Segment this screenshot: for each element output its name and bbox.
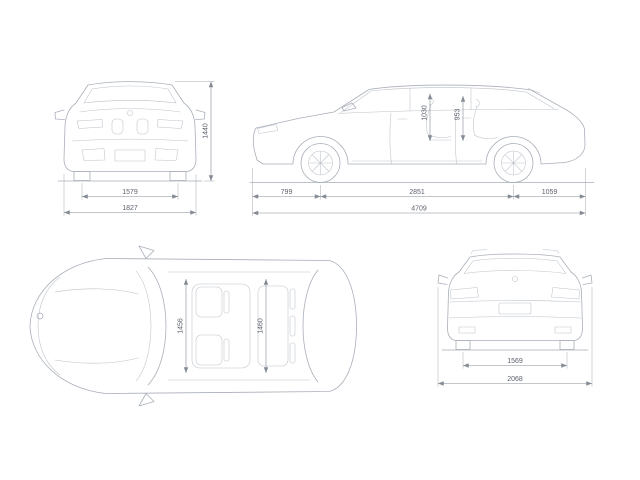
front-right-headlight: [157, 119, 184, 129]
side-front-spokes: [308, 151, 333, 175]
front-left-wheel: [73, 171, 91, 181]
side-spoiler: [527, 88, 541, 94]
side-dimensions: 1030 953 799 2851 1059 4709: [252, 93, 586, 216]
top-cowl-arc: [135, 270, 152, 382]
rear-left-mirror-icon: [437, 274, 448, 285]
rear-taillights: [450, 287, 580, 300]
top-front-seat-left-headrest: [223, 290, 230, 314]
top-right-mirror-icon: [138, 393, 155, 407]
side-pillars: [409, 88, 472, 112]
rear-track-width-label: 1569: [507, 358, 523, 365]
rear-car-drawing: [437, 249, 593, 351]
side-body-outline: [252, 84, 586, 165]
rear-license-plate: [498, 302, 532, 315]
side-door-lines: [389, 111, 457, 164]
rear-right-wheel: [559, 340, 575, 350]
side-rear-overhang-label: 1059: [542, 189, 558, 196]
front-right-wheel: [169, 171, 187, 181]
front-view: 1579 1827 1440: [54, 81, 215, 216]
rear-right-mirror-icon: [582, 274, 593, 285]
front-overall-height-label: 1440: [203, 123, 210, 139]
side-front-rim: [308, 150, 333, 176]
side-wheelbase-label: 2851: [409, 189, 425, 196]
top-rear-bench: [257, 285, 289, 367]
top-view: 1456 1460: [29, 245, 357, 407]
front-right-mirror-icon: [195, 109, 206, 120]
side-mirror-icon: [341, 102, 357, 112]
top-rear-headrest-3: [289, 342, 296, 364]
top-front-seat-left: [195, 286, 223, 318]
front-left-headlight: [76, 119, 103, 129]
side-headlight: [257, 124, 279, 134]
side-front-interior-height-label: 1030: [422, 105, 429, 121]
front-roundel-icon: [127, 110, 133, 116]
top-front-interior-width-label: 1456: [178, 318, 185, 334]
top-windshield-arc: [147, 266, 167, 386]
top-rear-headrest-2: [289, 315, 296, 337]
front-dimensions: 1579 1827 1440: [63, 81, 215, 216]
side-car-drawing: [249, 84, 595, 183]
top-front-bumper-line: [37, 276, 61, 376]
side-front-overhang-label: 799: [281, 189, 293, 196]
side-rear-spokes: [501, 151, 526, 175]
top-left-mirror-icon: [138, 245, 155, 259]
top-rear-headrest-1: [289, 288, 296, 310]
rear-view: 1569 2068: [437, 249, 593, 387]
top-rear-window-arc: [302, 269, 319, 383]
front-bumper-line: [71, 138, 189, 142]
rear-body-outline: [447, 253, 583, 341]
rear-dimensions: 1569 2068: [437, 287, 593, 387]
side-glasshouse: [340, 87, 555, 113]
rear-roundel-icon: [512, 276, 518, 282]
rear-window: [463, 258, 567, 274]
front-windshield: [83, 85, 177, 104]
top-hood-lines: [54, 288, 139, 364]
front-hood-line: [79, 108, 181, 113]
side-rear-interior-height-label: 953: [455, 109, 462, 121]
side-rear-rim: [501, 150, 526, 176]
top-sunroof: [191, 283, 251, 369]
top-dimensions: 1456 1460: [178, 278, 269, 374]
top-body-outline: [29, 258, 357, 394]
top-car-drawing: [29, 245, 357, 407]
rear-left-wheel: [455, 340, 471, 350]
rear-roof-rails: [470, 249, 560, 254]
front-car-drawing: [54, 81, 206, 182]
front-overall-width-label: 1827: [122, 205, 138, 212]
front-air-intakes: [81, 148, 179, 162]
top-roof-lines: [167, 271, 311, 381]
front-body-outline: [63, 81, 197, 172]
rear-tailgate-line: [449, 300, 581, 303]
front-grille-right: [136, 118, 149, 135]
top-front-seat-right: [195, 334, 223, 366]
rear-overall-width-label: 2068: [507, 376, 523, 383]
rear-bumper-line: [448, 316, 582, 319]
rear-reflectors: [458, 326, 572, 334]
top-front-seat-right-headrest: [223, 338, 230, 362]
side-rear-seat: [473, 99, 498, 139]
front-grille-left: [111, 118, 124, 135]
front-left-mirror-icon: [54, 109, 65, 120]
top-roundel-icon: [36, 312, 44, 320]
side-beltline: [337, 109, 559, 114]
top-rear-interior-width-label: 1460: [258, 318, 265, 334]
front-track-width-label: 1579: [122, 189, 138, 196]
side-view: 1030 953 799 2851 1059 4709: [249, 84, 595, 216]
side-overall-length-label: 4709: [411, 206, 427, 213]
